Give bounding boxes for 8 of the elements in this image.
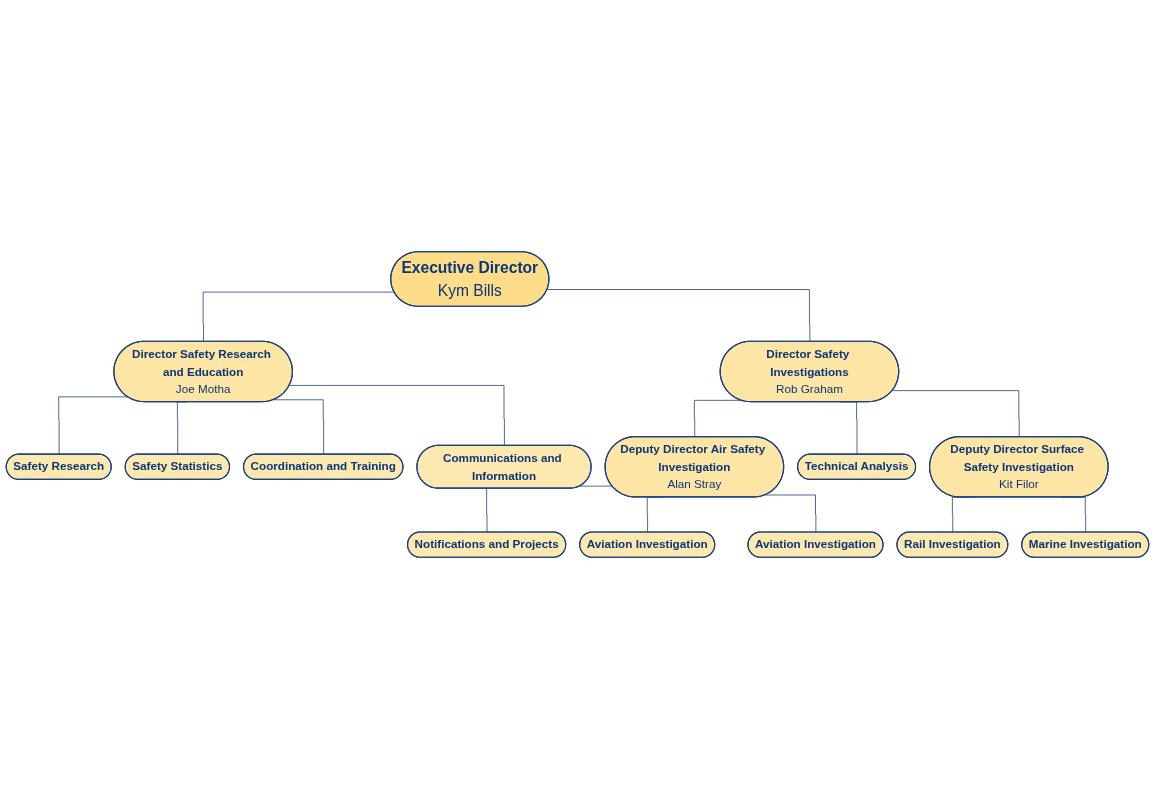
- connector: [289, 385, 505, 447]
- connector: [202, 291, 395, 343]
- connector: [892, 390, 1020, 438]
- connector: [765, 494, 817, 533]
- connector: [486, 485, 613, 533]
- connector: [273, 399, 324, 455]
- connector: [58, 396, 128, 455]
- connector: [546, 289, 811, 343]
